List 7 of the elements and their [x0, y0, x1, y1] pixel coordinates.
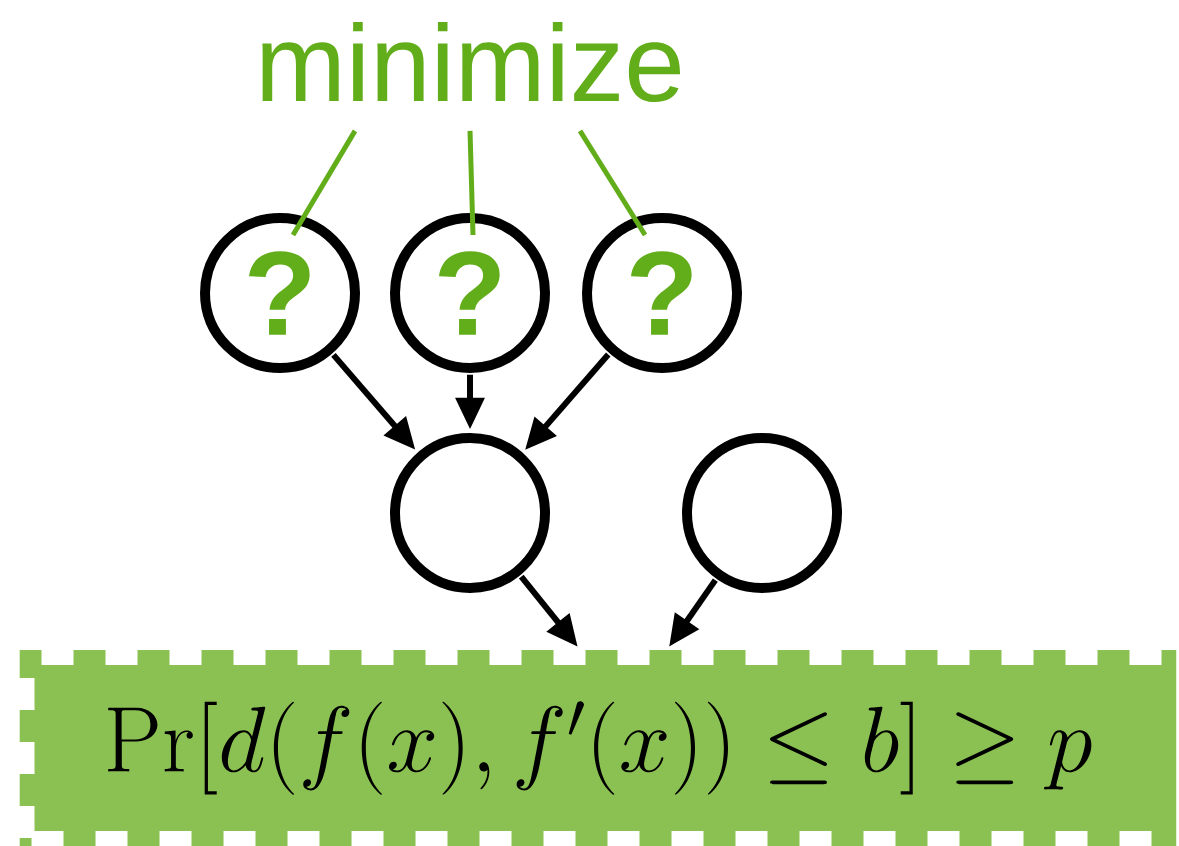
circle: [682, 433, 842, 593]
circle: [390, 433, 550, 593]
leader-line: [577, 129, 648, 237]
label-text: minimize: [262, 22, 680, 102]
leader-line: [290, 129, 358, 237]
leader-line: [467, 130, 476, 236]
formula-band: $\Pr[d(f(x),f'(x)) \leq b] \geq p$: [18, 649, 1177, 846]
